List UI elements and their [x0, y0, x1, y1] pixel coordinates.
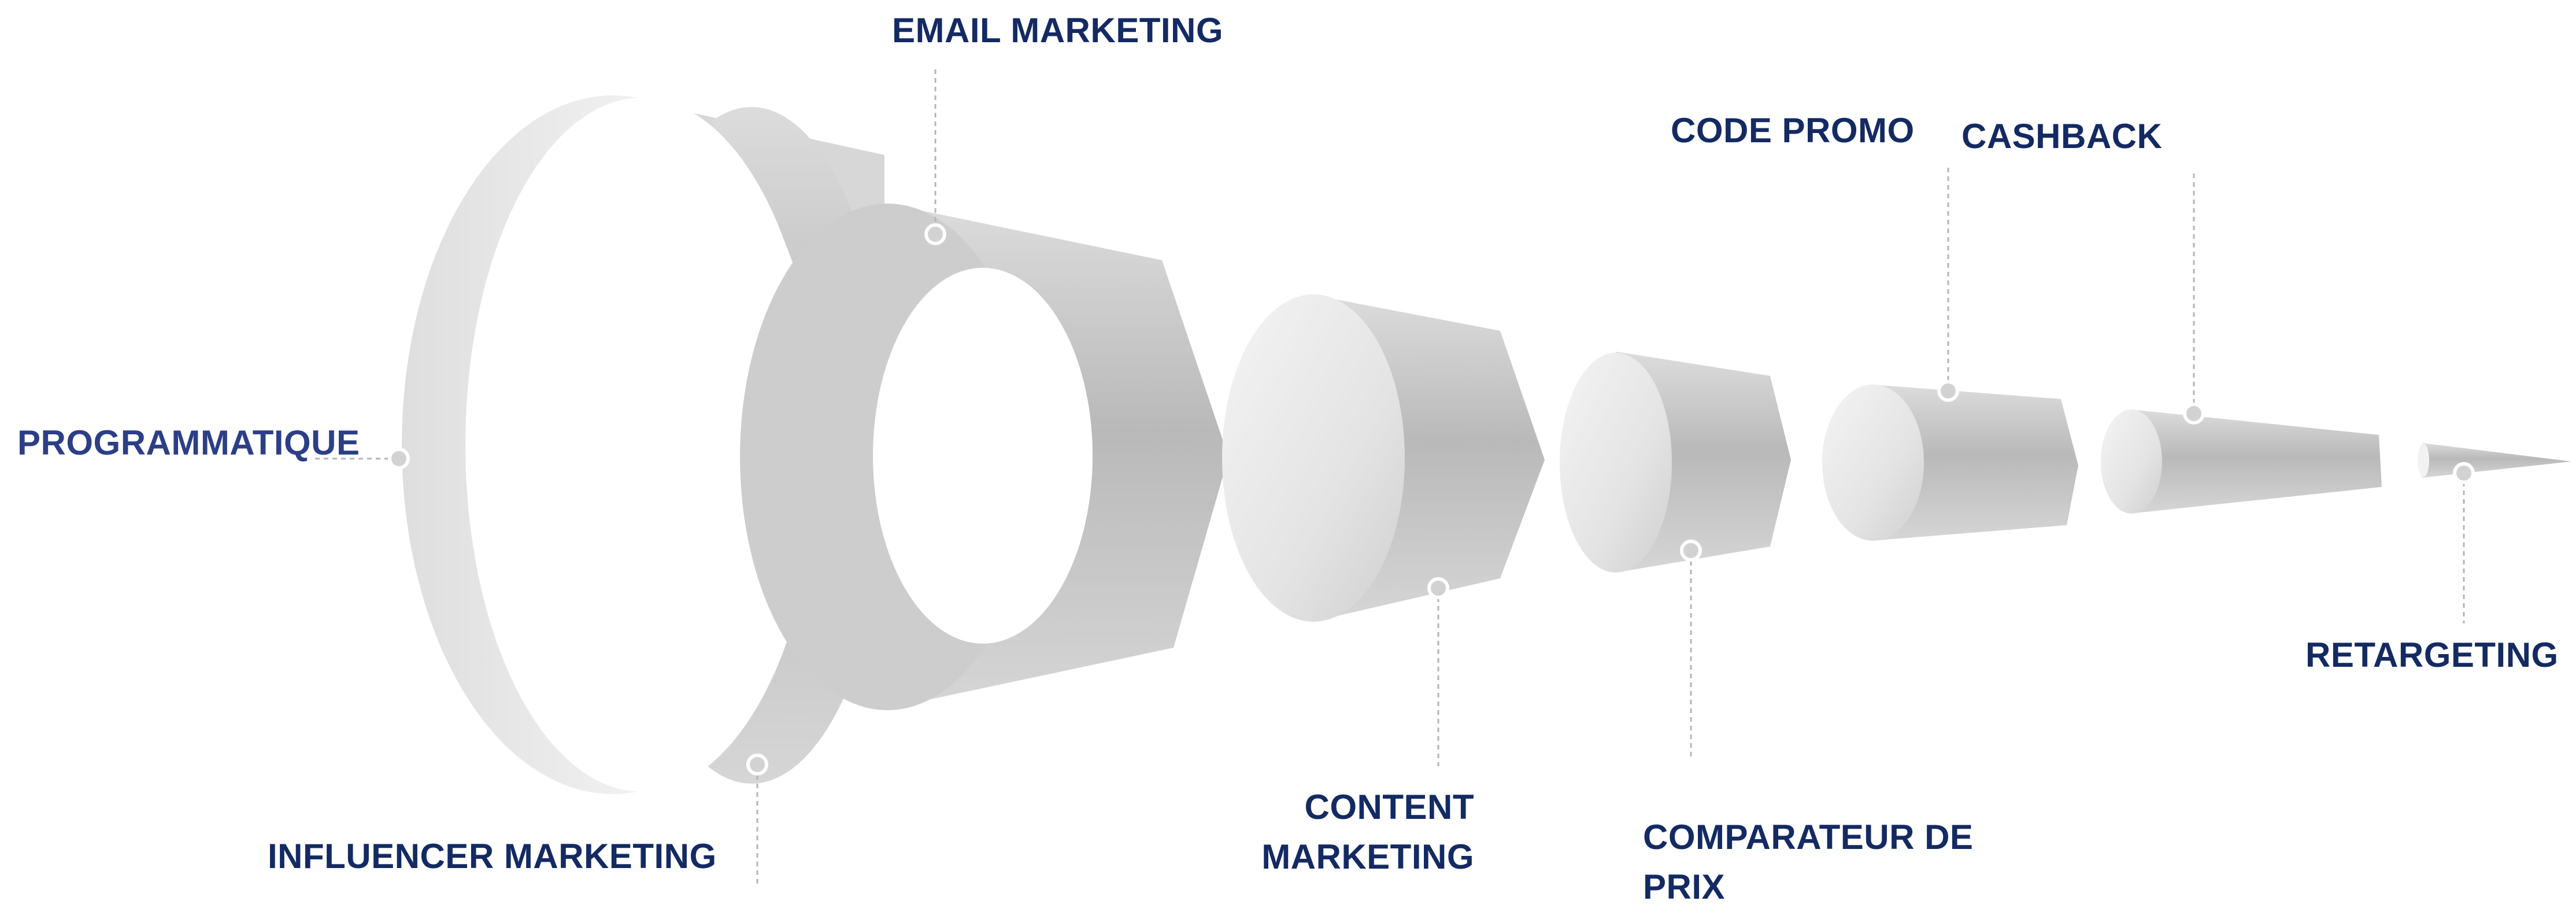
- funnel-segment-6: [2101, 409, 2382, 514]
- funnel-segment-4: [1560, 352, 1791, 573]
- label-comparateur-line-2: PRIX: [1643, 867, 1726, 906]
- label-influencer-marketing: INFLUENCER MARKETING: [268, 837, 717, 876]
- label-programmatique: PROGRAMMATIQUE: [17, 423, 360, 462]
- label-cashback: CASHBACK: [1961, 117, 2163, 156]
- dot-comparateur: [1680, 540, 1702, 562]
- label-email-marketing: EMAIL MARKETING: [892, 11, 1224, 50]
- label-code-promo: CODE PROMO: [1671, 111, 1915, 150]
- funnel-segment-3: [1222, 294, 1545, 622]
- dot-retargeting: [2453, 462, 2475, 484]
- dot-cashback: [2183, 403, 2205, 424]
- funnel-segment-5: [1822, 385, 2078, 541]
- funnel-segment-2: [740, 204, 1228, 710]
- dot-programmatique: [388, 448, 410, 470]
- label-retargeting: RETARGETING: [2305, 636, 2559, 674]
- label-content-marketing-line-2: MARKETING: [1261, 837, 1474, 876]
- label-content-marketing: CONTENT MARKETING: [1226, 782, 1474, 882]
- dot-influencer: [746, 754, 768, 776]
- label-comparateur-line-1: COMPARATEUR DE: [1643, 818, 1974, 856]
- label-content-marketing-line-1: CONTENT: [1304, 788, 1474, 826]
- dot-code-promo: [1937, 380, 1959, 402]
- dot-email: [924, 223, 946, 245]
- dot-content: [1427, 577, 1449, 599]
- funnel-segment-7: [2418, 443, 2571, 478]
- label-comparateur-de-prix: COMPARATEUR DE PRIX: [1643, 813, 1973, 912]
